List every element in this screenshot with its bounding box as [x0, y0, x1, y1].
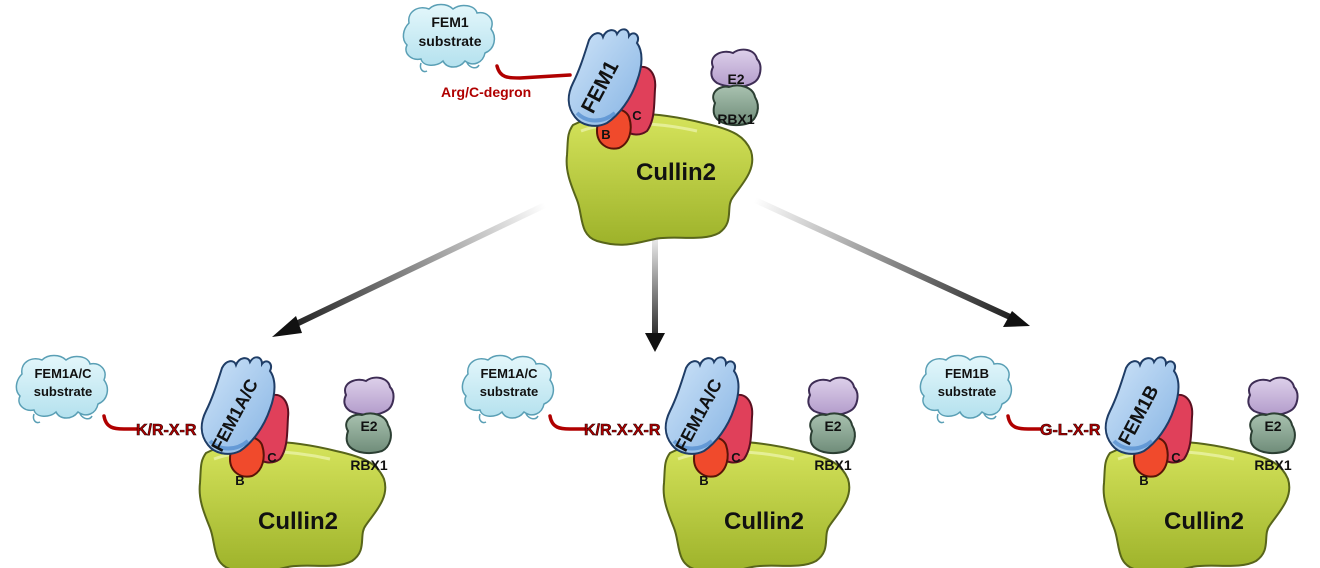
degron-label: Arg/C-degron	[441, 84, 531, 100]
substrate-word: substrate	[938, 384, 997, 399]
substrate-word: substrate	[418, 33, 481, 49]
elongin-c-label: C	[731, 450, 741, 465]
arrow-to-right-complex	[752, 197, 1030, 327]
elongin-b-label: B	[235, 473, 244, 488]
motif-tail	[102, 414, 140, 431]
motif-label: K/R-X-R	[136, 422, 197, 439]
cullin2-label: Cullin2	[1164, 508, 1244, 535]
top-complex: FEM1 substrate Arg/C-degron FEM1 B C E2 …	[402, 3, 763, 247]
substrate-name: FEM1	[431, 14, 469, 30]
substrate-name: FEM1B	[945, 366, 989, 381]
substrate-name: FEM1A/C	[34, 366, 92, 381]
motif-tail	[1006, 414, 1042, 431]
complex-fem1ac-left: FEM1A/C substrate K/R-X-R FEM1A/C B C E2…	[15, 354, 396, 568]
cullin2-label: Cullin2	[724, 508, 804, 535]
cullin2-label: Cullin2	[636, 159, 716, 186]
complex-fem1b-right: FEM1B substrate G-L-X-R FEM1B B C E2 RBX…	[919, 354, 1300, 568]
e2-label: E2	[1264, 418, 1281, 434]
elongin-c-label: C	[632, 108, 642, 123]
degron-tail	[495, 64, 572, 80]
rbx1-label: RBX1	[1254, 457, 1292, 473]
motif-tail	[548, 414, 588, 431]
rbx1-label: RBX1	[814, 457, 852, 473]
substrate-right: FEM1B substrate	[919, 354, 1013, 424]
motif-label: G-L-X-R	[1040, 422, 1101, 439]
substrate-name: FEM1A/C	[480, 366, 538, 381]
motif-label: K/R-X-X-R	[584, 422, 661, 439]
elongin-c-label: C	[267, 450, 277, 465]
e2-label: E2	[727, 71, 744, 87]
substrate-left: FEM1A/C substrate	[15, 354, 109, 424]
e2-label: E2	[824, 418, 841, 434]
fem1-substrate: FEM1 substrate	[402, 3, 496, 73]
e2-label: E2	[360, 418, 377, 434]
cullin2-label: Cullin2	[258, 508, 338, 535]
complex-fem1ac-middle: FEM1A/C substrate K/R-X-X-R FEM1A/C B C …	[461, 354, 860, 568]
elongin-b-label: B	[601, 127, 610, 142]
elongin-b-label: B	[699, 473, 708, 488]
elongin-b-label: B	[1139, 473, 1148, 488]
elongin-c-label: C	[1171, 450, 1181, 465]
substrate-word: substrate	[34, 384, 93, 399]
rbx1-label: RBX1	[350, 457, 388, 473]
substrate-word: substrate	[480, 384, 539, 399]
arrow-to-left-complex	[272, 202, 548, 337]
substrate-middle: FEM1A/C substrate	[461, 354, 555, 424]
arrow-to-middle-complex	[645, 225, 665, 352]
rbx1-label: RBX1	[717, 111, 755, 127]
